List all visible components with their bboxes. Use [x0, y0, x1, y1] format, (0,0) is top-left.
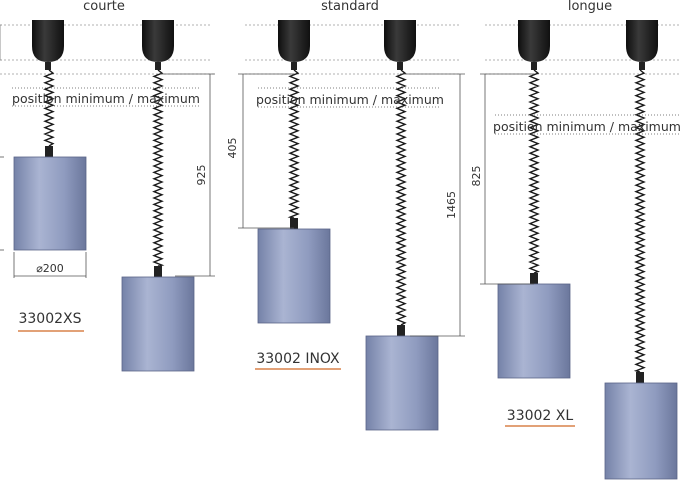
position-note-longue: position minimum / maximum [493, 119, 680, 134]
fixtures [32, 20, 658, 70]
spiral-cable-icon [633, 69, 646, 373]
spiral-cable-icon [287, 69, 300, 219]
model-label-courte: 33002XS [18, 311, 81, 327]
cylinder-lamp-icon [257, 228, 331, 324]
ceiling-canopy-icon [32, 20, 64, 70]
cylinder-lamp-icon [13, 156, 87, 251]
dimension-1465: 1465 [445, 191, 458, 219]
cylinder-lamp-icon [604, 382, 678, 480]
lamp-connector [45, 146, 53, 158]
group-title-courte: courte [83, 0, 125, 14]
lamps [13, 146, 678, 480]
spiral-cable-icon [395, 69, 407, 326]
cables [43, 69, 646, 373]
cylinder-lamp-icon [121, 276, 195, 372]
dimension-diameter: ⌀200 [36, 262, 64, 275]
position-note-standard: position minimum / maximum [256, 92, 444, 107]
lamp-connector [397, 325, 405, 337]
group-title-longue: longue [568, 0, 612, 14]
lamp-connector [290, 218, 298, 230]
lamp-connector [530, 273, 538, 285]
spiral-cable-icon [152, 69, 165, 267]
lamp-connector [154, 266, 162, 278]
dimension-825: 825 [470, 166, 483, 187]
ceiling-canopy-icon [626, 20, 658, 70]
ceiling-canopy-icon [278, 20, 310, 70]
lamp-connector [636, 372, 644, 384]
model-label-longue: 33002 XL [507, 408, 574, 424]
spiral-cable-icon [528, 69, 540, 274]
ceiling-canopy-icon [142, 20, 174, 70]
dimension-lines [0, 73, 680, 337]
dimension-405: 405 [226, 138, 239, 159]
spiral-cable-icon [43, 69, 55, 147]
ceiling-canopy-icon [384, 20, 416, 70]
ceiling-guides [0, 24, 680, 75]
group-title-standard: standard [321, 0, 379, 14]
ceiling-lines [0, 24, 2, 61]
dimension-925: 925 [195, 165, 208, 186]
cylinder-lamp-icon [365, 335, 439, 431]
cylinder-lamp-icon [497, 283, 571, 379]
ceiling-canopy-icon [518, 20, 550, 70]
position-note-courte: position minimum / maximum [12, 91, 200, 106]
model-label-standard: 33002 INOX [256, 351, 340, 367]
